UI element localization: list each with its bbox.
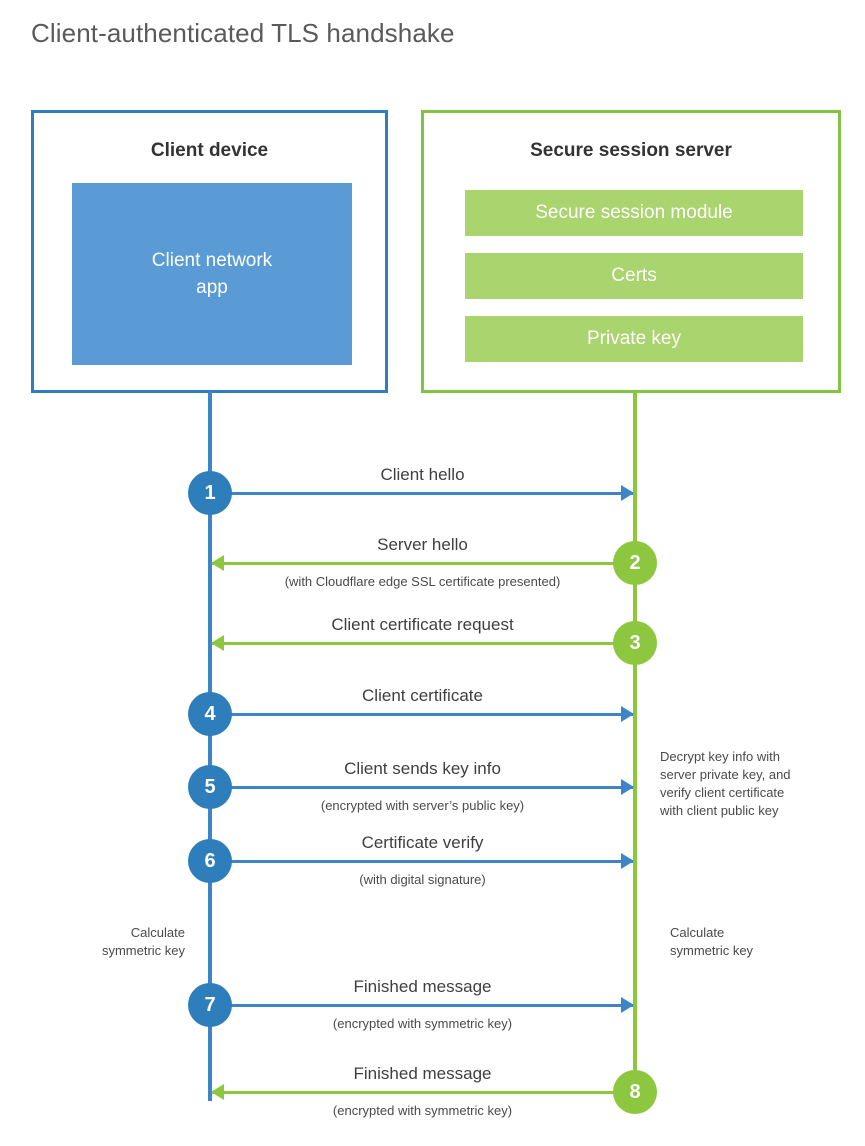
step-7-arrow-line xyxy=(212,1004,633,1007)
step-6-sublabel: (with digital signature) xyxy=(359,872,486,887)
step-6-number-circle[interactable]: 6 xyxy=(188,839,232,883)
step-6-arrow-head xyxy=(621,853,634,869)
step-8-sublabel: (encrypted with symmetric key) xyxy=(332,1103,513,1118)
step-3-label: Client certificate request xyxy=(331,615,514,634)
step-4-label: Client certificate xyxy=(362,686,483,705)
step-2-number-circle[interactable]: 2 xyxy=(613,541,657,585)
step-2-label: Server hello xyxy=(377,535,468,554)
step-7-number-circle[interactable]: 7 xyxy=(188,983,232,1027)
note-calculate-symmetric-key-server: Calculate symmetric key xyxy=(670,925,754,958)
step-3-number-circle[interactable]: 3 xyxy=(613,621,657,665)
step-1-arrow-line xyxy=(212,492,633,495)
step-4-arrow-head xyxy=(621,706,634,722)
secure-session-server-box: Secure session server Secure session mod… xyxy=(421,110,841,393)
step-6-arrow-line xyxy=(212,860,633,863)
server-component-secure-session-module: Secure session module xyxy=(465,190,803,236)
step-7-arrow-head xyxy=(621,997,634,1013)
client-device-box: Client device Client network app xyxy=(31,110,388,393)
server-component-certs: Certs xyxy=(465,253,803,299)
step-7-label: Finished message xyxy=(353,977,492,996)
step-8-arrow-head xyxy=(211,1084,224,1100)
step-5-sublabel: (encrypted with server’s public key) xyxy=(320,798,525,813)
client-network-app-label: Client network app xyxy=(151,250,273,298)
step-1-arrow-head xyxy=(621,485,634,501)
step-1-label: Client hello xyxy=(380,465,465,484)
page-title: Client-authenticated TLS handshake xyxy=(31,18,455,48)
step-3-arrow-line xyxy=(212,642,633,645)
step-2-arrow-head xyxy=(211,555,224,571)
server-component-private-key: Private key xyxy=(465,316,803,362)
secure-session-server-title: Secure session server xyxy=(530,140,732,161)
note-calculate-symmetric-key-client: Calculate symmetric key xyxy=(101,925,185,958)
step-5-label: Client sends key info xyxy=(344,759,501,778)
note-decrypt-key-info: Decrypt key info with server private key… xyxy=(660,749,791,818)
step-8-number-circle[interactable]: 8 xyxy=(613,1070,657,1114)
step-5-number-circle[interactable]: 5 xyxy=(188,765,232,809)
step-2-arrow-line xyxy=(212,562,633,565)
client-network-app-box: Client network app xyxy=(72,183,352,365)
step-8-label: Finished message xyxy=(353,1064,492,1083)
step-6-label: Certificate verify xyxy=(361,833,484,852)
client-lifeline xyxy=(208,391,212,1101)
step-4-arrow-line xyxy=(212,713,633,716)
step-5-arrow-line xyxy=(212,786,633,789)
step-7-sublabel: (encrypted with symmetric key) xyxy=(332,1016,513,1031)
step-4-number-circle[interactable]: 4 xyxy=(188,692,232,736)
step-2-sublabel: (with Cloudflare edge SSL certificate pr… xyxy=(284,574,561,589)
server-lifeline xyxy=(633,391,637,1092)
step-3-arrow-head xyxy=(211,635,224,651)
step-1-number-circle[interactable]: 1 xyxy=(188,471,232,515)
step-8-arrow-line xyxy=(212,1091,633,1094)
client-device-title: Client device xyxy=(150,140,269,161)
step-5-arrow-head xyxy=(621,779,634,795)
